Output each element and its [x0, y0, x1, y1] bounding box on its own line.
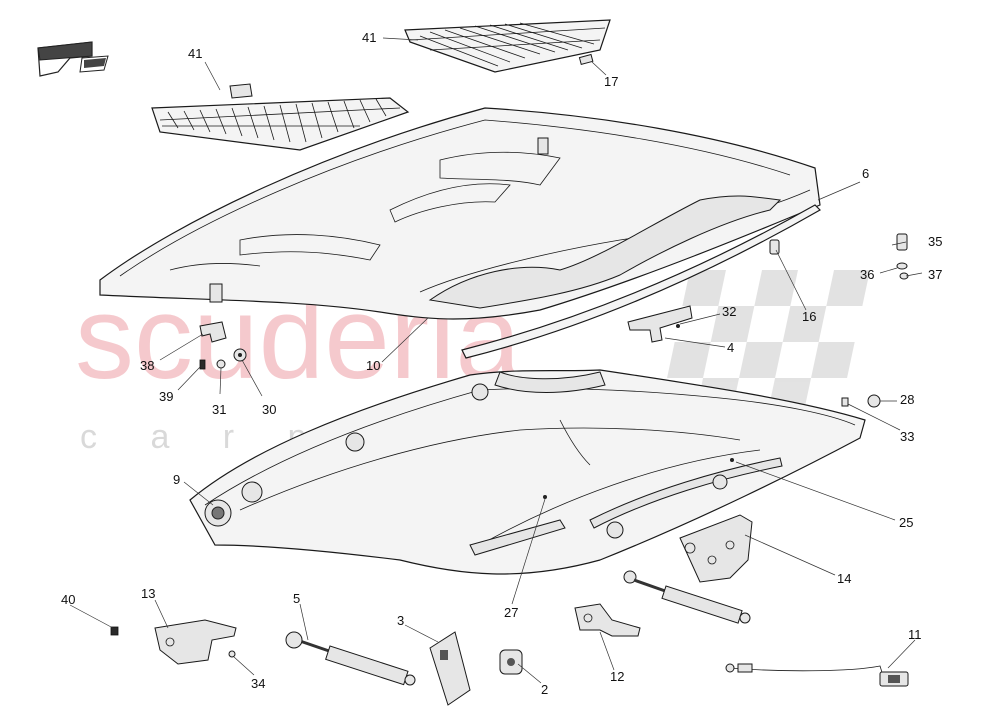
part-39-screw [199, 359, 206, 370]
callout-31: 31 [212, 402, 226, 417]
callout-9: 9 [173, 472, 180, 487]
gas-strut-right [623, 570, 751, 624]
callout-13: 13 [141, 586, 155, 601]
callout-37: 37 [928, 267, 942, 282]
callout-4: 4 [727, 340, 734, 355]
callout-40: 40 [61, 592, 75, 607]
part-16-clip [769, 239, 780, 255]
part-35-pin [896, 233, 908, 251]
part-10-hood-upper [99, 107, 821, 320]
callout-labels: 41 41 17 6 35 36 37 16 32 4 38 10 39 31 … [61, 30, 942, 697]
callout-30: 30 [262, 402, 276, 417]
part-4-bracket [627, 305, 693, 343]
part-28-buffer [867, 394, 881, 408]
callout-41-left: 41 [188, 46, 202, 61]
callout-34: 34 [251, 676, 265, 691]
callout-6: 6 [862, 166, 869, 181]
part-25-bolt [730, 458, 734, 462]
callout-41-top: 41 [362, 30, 376, 45]
front-direction-arrow-icon [37, 41, 109, 77]
callout-28: 28 [900, 392, 914, 407]
callout-32: 32 [722, 304, 736, 319]
part-30-grommet [233, 348, 247, 362]
callout-25: 25 [899, 515, 913, 530]
callout-5: 5 [293, 591, 300, 606]
callout-10: 10 [366, 358, 380, 373]
callout-16: 16 [802, 309, 816, 324]
part-13-latch [154, 619, 237, 665]
callout-33: 33 [900, 429, 914, 444]
part-41-grille-top [404, 19, 611, 73]
part-41-grille-left [151, 83, 410, 151]
callout-12: 12 [610, 669, 624, 684]
part-37-nut [899, 272, 909, 280]
part-38-bracket [199, 321, 227, 343]
callout-36: 36 [860, 267, 874, 282]
callout-35: 35 [928, 234, 942, 249]
callout-17: 17 [604, 74, 618, 89]
part-2-bumper [499, 649, 523, 675]
callout-2: 2 [541, 682, 548, 697]
leader-lines [69, 37, 923, 684]
callout-11: 11 [908, 627, 922, 642]
part-11-release-cable [725, 663, 909, 687]
part-33-clip [841, 397, 849, 407]
part-31-clip [216, 359, 226, 369]
callout-38: 38 [140, 358, 154, 373]
callout-27: 27 [504, 605, 518, 620]
part-6-seal-strip [461, 204, 821, 359]
part-40-screw [110, 626, 119, 636]
part-36-washer [896, 262, 908, 270]
part-14-latch [679, 514, 753, 583]
part-32-bolt [676, 324, 680, 328]
part-9-hood-inner [189, 369, 866, 575]
part-12-latch [574, 603, 641, 637]
callout-14: 14 [837, 571, 851, 586]
part-34-screw [228, 650, 236, 658]
part-17-clip [578, 53, 594, 66]
callout-39: 39 [159, 389, 173, 404]
part-3-lock-plate [429, 631, 471, 706]
part-5-gas-strut [285, 631, 416, 686]
part-27-bolt [543, 495, 547, 499]
callout-3: 3 [397, 613, 404, 628]
